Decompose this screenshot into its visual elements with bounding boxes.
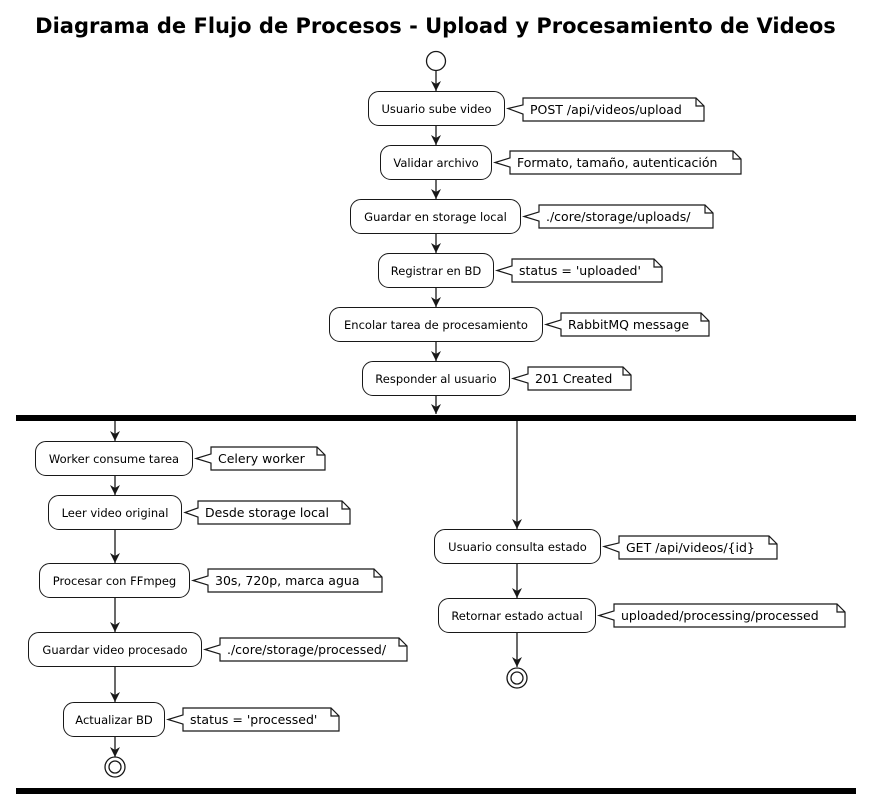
note-shapes xyxy=(165,97,846,732)
note-shape xyxy=(193,446,326,471)
note-desde-storage: Desde storage local xyxy=(205,505,330,520)
note-fold xyxy=(622,367,631,376)
activity-registrar-bd: Registrar en BD xyxy=(378,253,494,288)
activity-usuario-consulta-estado: Usuario consulta estado xyxy=(434,529,601,564)
note-status-processed: status = 'processed' xyxy=(190,712,318,727)
activity-usuario-sube-video: Usuario sube video xyxy=(368,91,505,126)
note-processed-path: ./core/storage/processed/ xyxy=(227,642,387,657)
start-node xyxy=(425,50,447,72)
note-shape xyxy=(202,637,408,662)
note-201-created: 201 Created xyxy=(535,371,613,386)
note-shape xyxy=(492,150,742,175)
note-shape xyxy=(505,97,705,122)
end-node-status xyxy=(506,667,528,689)
activity-guardar-video-procesado: Guardar video procesado xyxy=(28,632,202,667)
note-fold xyxy=(341,501,350,510)
note-fold xyxy=(695,98,704,107)
note-celery-worker: Celery worker xyxy=(218,451,305,466)
diagram-title: Diagrama de Flujo de Procesos - Upload y… xyxy=(35,14,836,38)
activity-leer-video-original: Leer video original xyxy=(48,495,182,530)
note-fold xyxy=(330,708,339,717)
note-fold xyxy=(398,638,407,647)
note-shape xyxy=(510,366,632,391)
fork-bar xyxy=(16,415,856,421)
note-post-upload: POST /api/videos/upload xyxy=(530,102,682,117)
note-fold xyxy=(704,205,713,214)
note-shape xyxy=(494,258,663,283)
note-fold xyxy=(732,151,741,160)
activity-retornar-estado-actual: Retornar estado actual xyxy=(438,598,596,633)
note-get-status: GET /api/videos/{id} xyxy=(626,540,755,555)
note-shape xyxy=(183,500,351,525)
activity-procesar-ffmpeg: Procesar con FFmpeg xyxy=(39,563,190,598)
note-fold xyxy=(653,259,662,268)
note-shape xyxy=(190,568,383,593)
note-fold xyxy=(768,536,777,545)
note-validar: Formato, tamaño, autenticación xyxy=(517,155,718,170)
note-shape xyxy=(596,603,846,628)
activity-guardar-storage-local: Guardar en storage local xyxy=(350,199,521,234)
note-shape xyxy=(543,312,710,337)
note-fold xyxy=(316,447,325,456)
note-shape xyxy=(601,535,778,560)
note-ffmpeg-params: 30s, 720p, marca agua xyxy=(215,573,360,588)
note-fold xyxy=(700,313,709,322)
note-shape xyxy=(165,707,340,732)
activity-encolar-tarea: Encolar tarea de procesamiento xyxy=(329,307,543,342)
note-fold xyxy=(836,604,845,613)
activity-actualizar-bd: Actualizar BD xyxy=(63,702,165,737)
join-bar xyxy=(16,788,856,794)
activity-validar-archivo: Validar archivo xyxy=(380,145,492,180)
activity-responder-usuario: Responder al usuario xyxy=(362,361,510,396)
note-uploads-path: ./core/storage/uploads/ xyxy=(546,209,691,224)
end-node-worker xyxy=(104,756,126,778)
activity-worker-consume-tarea: Worker consume tarea xyxy=(35,441,193,476)
note-status-uploaded: status = 'uploaded' xyxy=(519,263,641,278)
note-status-values: uploaded/processing/processed xyxy=(621,608,819,623)
note-fold xyxy=(373,569,382,578)
note-shape xyxy=(521,204,714,229)
note-rabbitmq: RabbitMQ message xyxy=(568,317,690,332)
